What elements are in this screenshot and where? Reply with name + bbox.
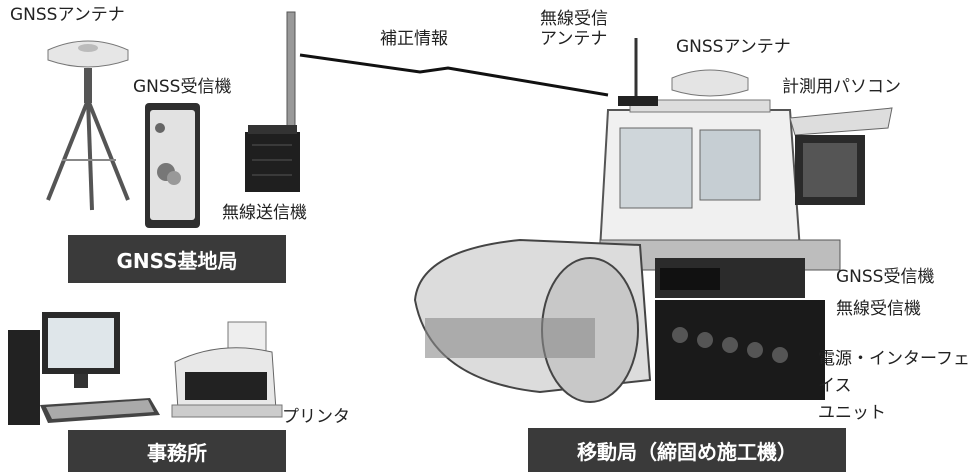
correction-info-label: 補正情報: [380, 29, 448, 49]
radio-transmitter: [245, 11, 300, 192]
mobile-receiver-label: GNSS受信機: [836, 267, 935, 287]
printer-label: プリンタ: [282, 407, 350, 427]
mobile-antenna-label: GNSSアンテナ: [676, 37, 791, 57]
base-receiver-label: GNSS受信機: [133, 77, 232, 97]
base-antenna-label: GNSSアンテナ: [10, 5, 125, 25]
mobile-station-title: 移動局（締固め施工機）: [528, 428, 846, 472]
wireless-link: [299, 53, 609, 97]
base-station-title: GNSS基地局: [68, 235, 286, 283]
roller-compactor: [413, 38, 893, 403]
transmitter-label: 無線送信機: [222, 203, 307, 223]
base-gnss-receiver: [145, 103, 200, 228]
office-computer: [8, 312, 160, 425]
office-title: 事務所: [68, 430, 286, 472]
radio-receiver-label: 無線受信機: [836, 299, 921, 319]
pc-label: 計測用パソコン: [782, 77, 901, 97]
radio-antenna-label: 無線受信 アンテナ: [540, 9, 608, 49]
office-printer: [171, 321, 283, 418]
power-interface-unit-label: 電源・インターフェイス ユニット: [818, 349, 970, 424]
base-gnss-antenna-tripod: [46, 40, 130, 211]
